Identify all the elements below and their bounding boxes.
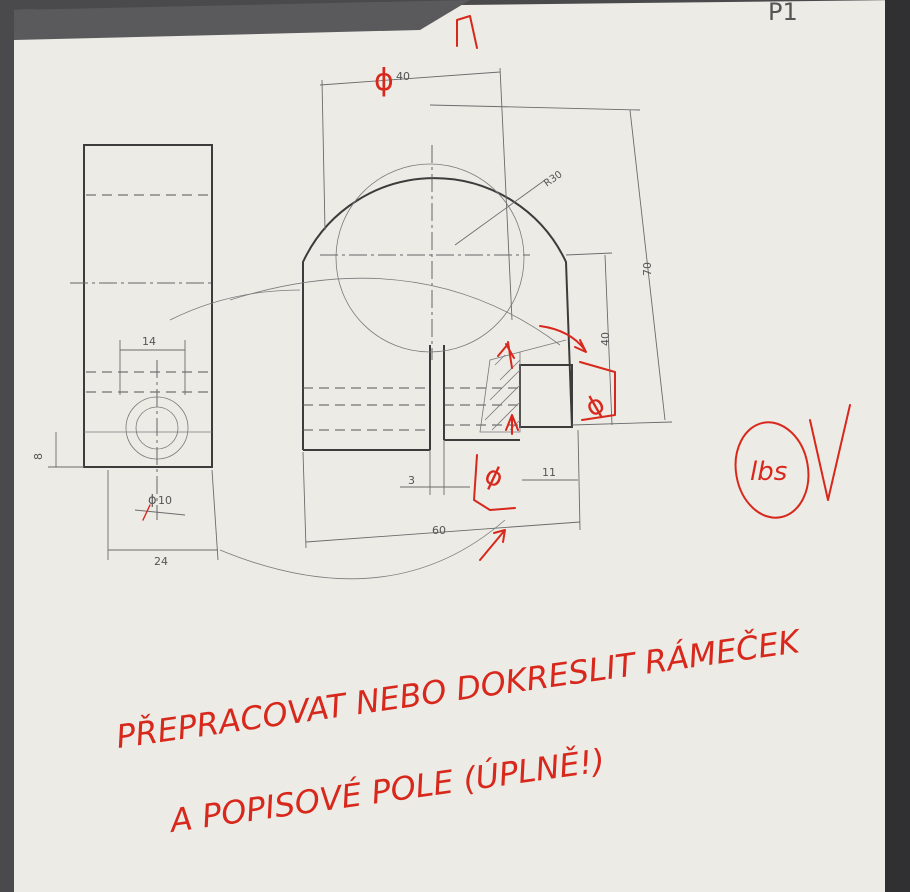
extension-line — [429, 104, 641, 111]
red-mark — [142, 504, 151, 521]
extension-line — [571, 421, 673, 426]
projection-arc — [219, 519, 506, 580]
grade-check-mark — [809, 404, 851, 501]
red-arrow — [539, 325, 587, 353]
dim-label-70: 70 — [641, 262, 654, 276]
dim-label-14: 14 — [142, 335, 156, 348]
dim-label-40-top: 40 — [396, 70, 410, 83]
leader-line — [134, 509, 186, 516]
projection-arc — [169, 289, 301, 321]
extension-line — [211, 469, 219, 561]
dim-label-8: 8 — [32, 453, 45, 460]
dim-line-40-right — [604, 254, 613, 426]
red-arrow — [479, 529, 506, 561]
red-bracket-bottom — [473, 454, 516, 511]
paper-sheet — [14, 0, 905, 892]
red-mark-top — [456, 15, 478, 49]
red-arrow — [505, 414, 519, 435]
dim-label-3: 3 — [408, 474, 415, 487]
side-view: 14 8 24 ϕ 10 — [32, 144, 219, 568]
extension-line — [302, 451, 307, 549]
dim-label-60: 60 — [432, 524, 446, 537]
top-shadow — [14, 0, 470, 40]
grade-circle — [734, 421, 810, 519]
sheet-label: P1 — [768, 0, 798, 26]
phi-symbol: ϕ — [148, 493, 157, 508]
side-view-outline — [83, 144, 213, 468]
extension-line — [565, 252, 613, 256]
red-arrow — [497, 341, 515, 369]
red-bracket — [579, 361, 616, 421]
right-edge-shadow — [885, 0, 910, 892]
dim-label-11: 11 — [542, 466, 556, 479]
radius-leader — [454, 179, 546, 246]
dim-line-40 — [319, 71, 501, 86]
front-view-outline — [302, 177, 573, 450]
dim-line-70 — [629, 109, 666, 421]
dim-label-phi10: 10 — [158, 494, 172, 507]
front-view: 40 R30 70 40 3 11 60 — [169, 67, 673, 580]
dim-label-24: 24 — [154, 555, 168, 568]
extension-line — [499, 67, 513, 321]
dim-label-40-right: 40 — [599, 332, 612, 346]
dim-line-60 — [305, 521, 581, 543]
grade-circle-text: lbs — [750, 457, 787, 487]
extension-line — [577, 429, 581, 531]
projection-arc — [229, 277, 561, 346]
red-phi-top: ϕ — [374, 63, 394, 98]
bore-circle — [335, 163, 525, 353]
extension-line — [321, 79, 326, 231]
